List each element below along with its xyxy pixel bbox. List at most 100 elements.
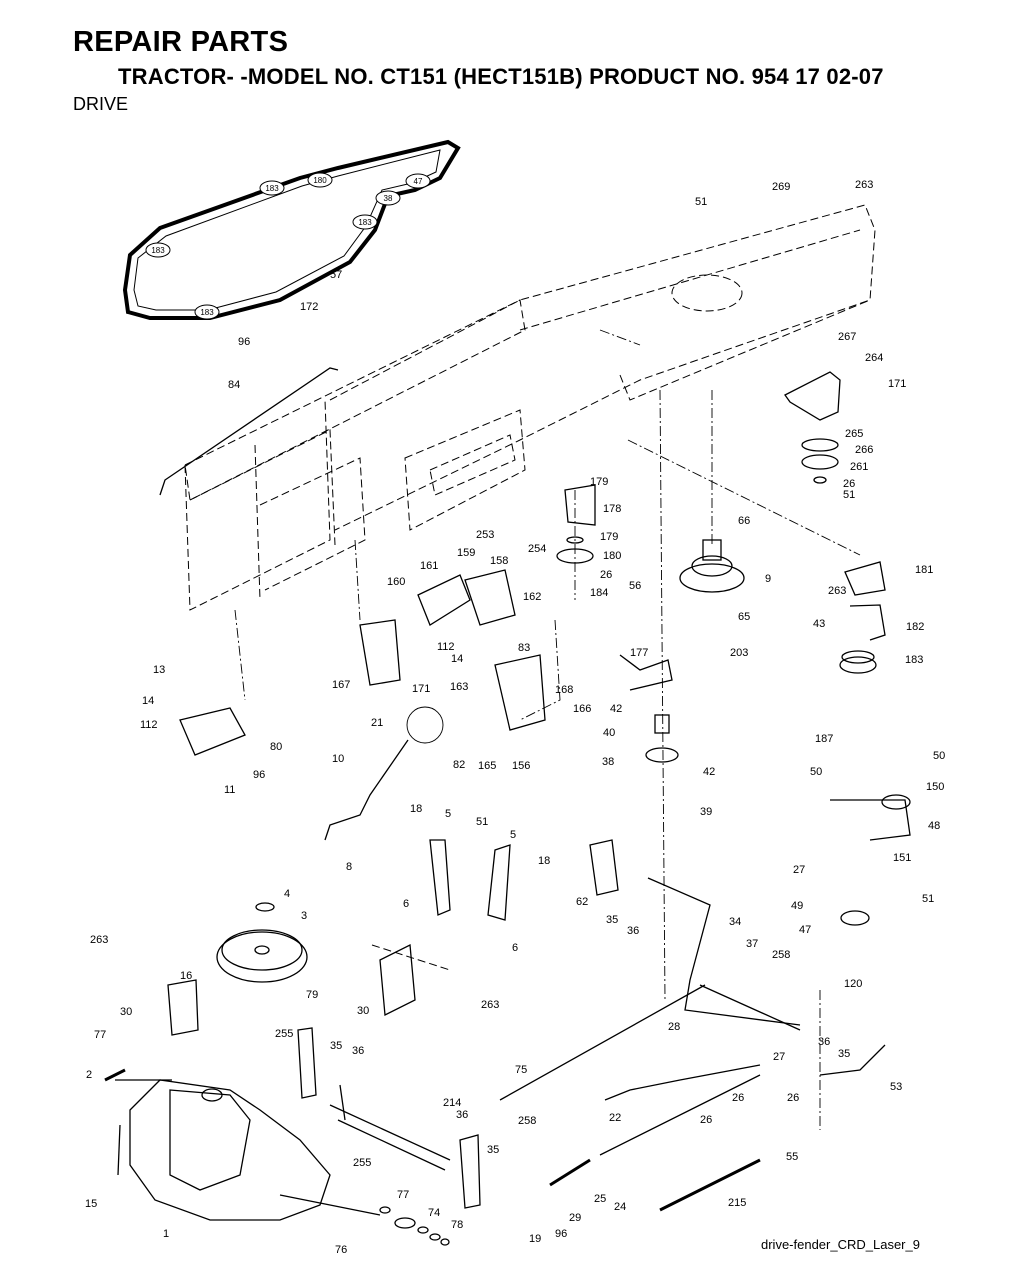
part-callout: 10 (332, 753, 344, 765)
part-callout: 16 (180, 970, 192, 982)
transaxle-pulley-3 (216, 902, 308, 983)
part-callout: 18 (410, 803, 422, 815)
part-callout: 35 (838, 1048, 850, 1060)
fasteners-75 (379, 1206, 450, 1246)
part-callout: 38 (602, 756, 614, 768)
belt-pulley-marker-label: 183 (358, 218, 372, 227)
part-callout: 181 (915, 564, 933, 576)
belt-pulley-marker (405, 173, 431, 189)
part-callout: 18 (538, 855, 550, 867)
part-callout: 172 (300, 301, 318, 313)
part-callout: 183 (905, 654, 923, 666)
part-callout: 15 (85, 1198, 97, 1210)
part-callout: 269 (772, 181, 790, 193)
part-callout: 77 (397, 1189, 409, 1201)
shift-lever-8 (324, 739, 409, 841)
part-callout: 9 (765, 573, 771, 585)
drawing-id: drive-fender_CRD_Laser_9 (761, 1237, 920, 1252)
part-callout: 96 (238, 336, 250, 348)
part-callout: 112 (437, 641, 455, 653)
part-callout: 166 (573, 703, 591, 715)
part-callout: 5 (445, 808, 451, 820)
part-callout: 14 (451, 653, 463, 665)
part-callout: 163 (450, 681, 468, 693)
part-callout: 30 (357, 1005, 369, 1017)
part-callout: 75 (515, 1064, 527, 1076)
belt-pulley-marker-label: 180 (313, 176, 327, 185)
part-callout: 253 (476, 529, 494, 541)
part-callout: 65 (738, 611, 750, 623)
belt-pulley-marker (307, 172, 333, 188)
part-callout: 171 (412, 683, 430, 695)
part-callout: 263 (90, 934, 108, 946)
part-callout: 179 (600, 531, 618, 543)
part-callout: 36 (627, 925, 639, 937)
section-label: DRIVE (73, 94, 129, 114)
part-callout: 24 (614, 1201, 626, 1213)
part-callout: 74 (428, 1207, 440, 1219)
part-callout: 28 (668, 1021, 680, 1033)
springs (104, 1068, 761, 1212)
part-callout: 48 (928, 820, 940, 832)
part-callout: 36 (456, 1109, 468, 1121)
part-callout: 151 (893, 852, 911, 864)
part-callout: 158 (490, 555, 508, 567)
part-callout: 11 (224, 784, 235, 796)
part-callout: 267 (838, 331, 856, 343)
part-callout: 168 (555, 684, 573, 696)
part-callout: 51 (922, 893, 934, 905)
part-callout: 40 (603, 727, 615, 739)
part-callout: 254 (528, 543, 546, 555)
part-callout: 47 (799, 924, 811, 936)
part-callout: 37 (746, 938, 758, 950)
part-callout: 19 (529, 1233, 541, 1245)
belt-pulley-marker-label: 38 (384, 194, 393, 203)
part-callout: 160 (387, 576, 405, 588)
part-callout: 35 (330, 1040, 342, 1052)
belt-pulley-marker (194, 304, 220, 320)
part-callout: 4 (284, 888, 290, 900)
part-callout: 167 (332, 679, 350, 691)
part-callout: 258 (772, 949, 790, 961)
part-callout: 120 (844, 978, 862, 990)
part-callout: 21 (371, 717, 383, 729)
part-callout: 215 (728, 1197, 746, 1209)
part-callout: 49 (791, 900, 803, 912)
part-callout: 77 (94, 1029, 106, 1041)
axle-214 (297, 1027, 481, 1209)
belt-pulley-marker (145, 242, 171, 258)
part-callout: 1 (163, 1228, 169, 1240)
part-callout: 25 (594, 1193, 606, 1205)
idler-assembly-right (784, 371, 886, 674)
part-callout: 84 (228, 379, 240, 391)
part-callout: 36 (352, 1045, 364, 1057)
part-callout: 26 (787, 1092, 799, 1104)
part-callout: 8 (346, 861, 352, 873)
part-callout: 26 (700, 1114, 712, 1126)
part-callout: 56 (629, 580, 641, 592)
part-callout: 51 (476, 816, 488, 828)
part-callout: 159 (457, 547, 475, 559)
part-callout: 203 (730, 647, 748, 659)
part-callout: 261 (850, 461, 868, 473)
part-callout: 263 (828, 585, 846, 597)
part-callout: 5 (510, 829, 516, 841)
part-callout: 30 (120, 1006, 132, 1018)
part-callout: 39 (700, 806, 712, 818)
part-callout: 162 (523, 591, 541, 603)
part-callout: 165 (478, 760, 496, 772)
part-callout: 156 (512, 760, 530, 772)
part-callout: 27 (773, 1051, 785, 1063)
part-callout: 35 (606, 914, 618, 926)
drive-belt (122, 139, 461, 320)
part-callout: 184 (590, 587, 608, 599)
part-callout: 2 (86, 1069, 92, 1081)
part-callout: 29 (569, 1212, 581, 1224)
part-callout: 51 (843, 489, 855, 501)
belt-pulley-marker (352, 214, 378, 230)
part-callout: 179 (590, 476, 608, 488)
part-callout: 255 (275, 1028, 293, 1040)
part-callout: 83 (518, 642, 530, 654)
